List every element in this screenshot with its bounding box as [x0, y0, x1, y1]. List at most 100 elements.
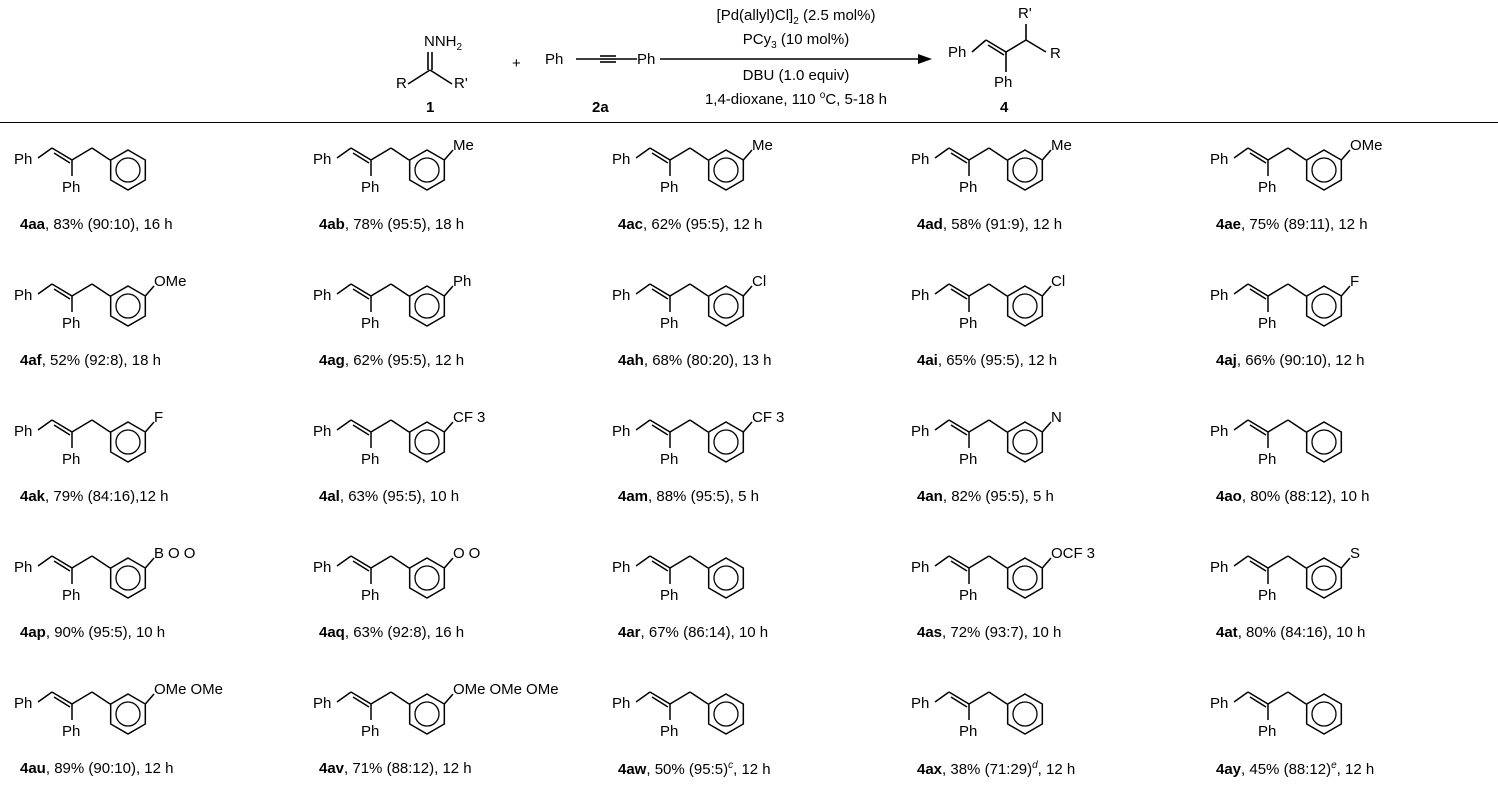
compound-id: 4aa	[20, 216, 46, 233]
product-r-prime: R'	[1018, 5, 1032, 22]
reaction-time: 12 h	[1345, 761, 1375, 778]
phenyl-label: Ph	[361, 723, 379, 740]
compound-id: 4ah	[618, 352, 644, 369]
entry-caption: 4av, 71% (88:12), 12 h	[319, 760, 472, 777]
phenyl-label: Ph	[911, 287, 929, 304]
reaction-scheme: NNH2 R R' 1 + Ph Ph 2a [Pd(allyl)Cl]2 (2…	[396, 5, 1061, 116]
condition-solvent: 1,4-dioxane, 110 oC, 5-18 h	[705, 90, 887, 108]
selectivity-ratio: (84:16)	[87, 488, 136, 505]
compound-id: 4an	[917, 488, 943, 505]
phenyl-label: Ph	[1258, 723, 1276, 740]
phenyl-label: Ph	[1258, 179, 1276, 196]
yield: 62%	[353, 352, 388, 369]
yield: 65%	[946, 352, 981, 369]
entry-caption: 4ap, 90% (95:5), 10 h	[20, 624, 166, 641]
compound-id: 4ad	[917, 216, 943, 233]
reaction-time: 12 h	[144, 760, 174, 777]
phenyl-label: Ph	[361, 451, 379, 468]
entry-caption: 4ay, 45% (88:12)e, 12 h	[1216, 760, 1375, 778]
reaction-time: 12 h	[1032, 216, 1063, 233]
selectivity-ratio: (90:10)	[87, 216, 136, 233]
phenyl-label: Ph	[1210, 423, 1228, 440]
entry-caption: 4ax, 38% (71:29)d, 12 h	[917, 760, 1076, 778]
phenyl-label: Ph	[1210, 695, 1228, 712]
reaction-time: 10 h	[429, 488, 460, 505]
yield: 68%	[652, 352, 687, 369]
compound-id: 4ay	[1216, 761, 1242, 778]
substituent-label: OMe	[1350, 137, 1383, 154]
phenyl-label: Ph	[14, 559, 32, 576]
compound-id: 4ac	[618, 216, 644, 233]
phenyl-label: Ph	[612, 151, 630, 168]
phenyl-label: Ph	[1210, 559, 1228, 576]
phenyl-label: Ph	[959, 179, 977, 196]
entry-caption: 4ah, 68% (80:20), 13 h	[618, 352, 772, 369]
entry-caption: 4ac, 62% (95:5), 12 h	[618, 216, 763, 233]
entry-caption: 4ag, 62% (95:5), 12 h	[319, 352, 465, 369]
compound-id: 4ak	[20, 488, 46, 505]
yield: 78%	[353, 216, 388, 233]
substituent-label: Cl	[1051, 273, 1065, 290]
substituent-label: N	[1051, 409, 1062, 426]
entry-caption: 4at, 80% (84:16), 10 h	[1216, 624, 1366, 641]
reaction-time: 12 h	[1046, 761, 1076, 778]
yield: 67%	[648, 624, 684, 641]
substituent-label: OMe	[154, 273, 187, 290]
reaction-time: 10 h	[738, 624, 769, 641]
selectivity-ratio: (86:14)	[683, 624, 731, 641]
entry-caption: 4ar, 67% (86:14), 10 h	[618, 624, 769, 641]
compound-1-label: 1	[426, 99, 434, 116]
entry-caption: 4ao, 80% (88:12), 10 h	[1216, 488, 1370, 505]
phenyl-label: Ph	[14, 151, 32, 168]
phenyl-label: Ph	[14, 287, 32, 304]
phenyl-label: Ph	[1210, 287, 1228, 304]
phenyl-label: Ph	[361, 179, 379, 196]
compound-2a-label: 2a	[592, 99, 609, 116]
substituent-label: F	[1350, 273, 1359, 290]
reaction-time: 12 h	[1338, 216, 1368, 233]
substituent-label: Cl	[752, 273, 766, 290]
phenyl-label: Ph	[911, 559, 929, 576]
footnote-marker: e	[1331, 760, 1337, 771]
selectivity-ratio: (90:10)	[1279, 352, 1327, 369]
entry-caption: 4ai, 65% (95:5), 12 h	[917, 352, 1058, 369]
reaction-time: 10 h	[1032, 624, 1062, 641]
phenyl-label: Ph	[313, 287, 331, 304]
phenyl-label: Ph	[313, 559, 331, 576]
phenyl-label: Ph	[62, 315, 80, 332]
reaction-time: 12 h	[434, 352, 465, 369]
phenyl-label: Ph	[361, 587, 379, 604]
compound-id: 4aw	[618, 761, 647, 778]
yield: 82%	[951, 488, 986, 505]
compound-id: 4ai	[917, 352, 938, 369]
compound-id: 4av	[319, 760, 345, 777]
yield: 66%	[1245, 352, 1280, 369]
phenyl-label: Ph	[1210, 151, 1228, 168]
phenyl-label: Ph	[1258, 315, 1276, 332]
selectivity-ratio: (88:12)	[1283, 761, 1332, 778]
compound-id: 4ao	[1216, 488, 1242, 505]
phenyl-label: Ph	[62, 451, 80, 468]
selectivity-ratio: (92:8)	[84, 352, 124, 369]
entry-caption: 4ae, 75% (89:11), 12 h	[1216, 216, 1368, 233]
